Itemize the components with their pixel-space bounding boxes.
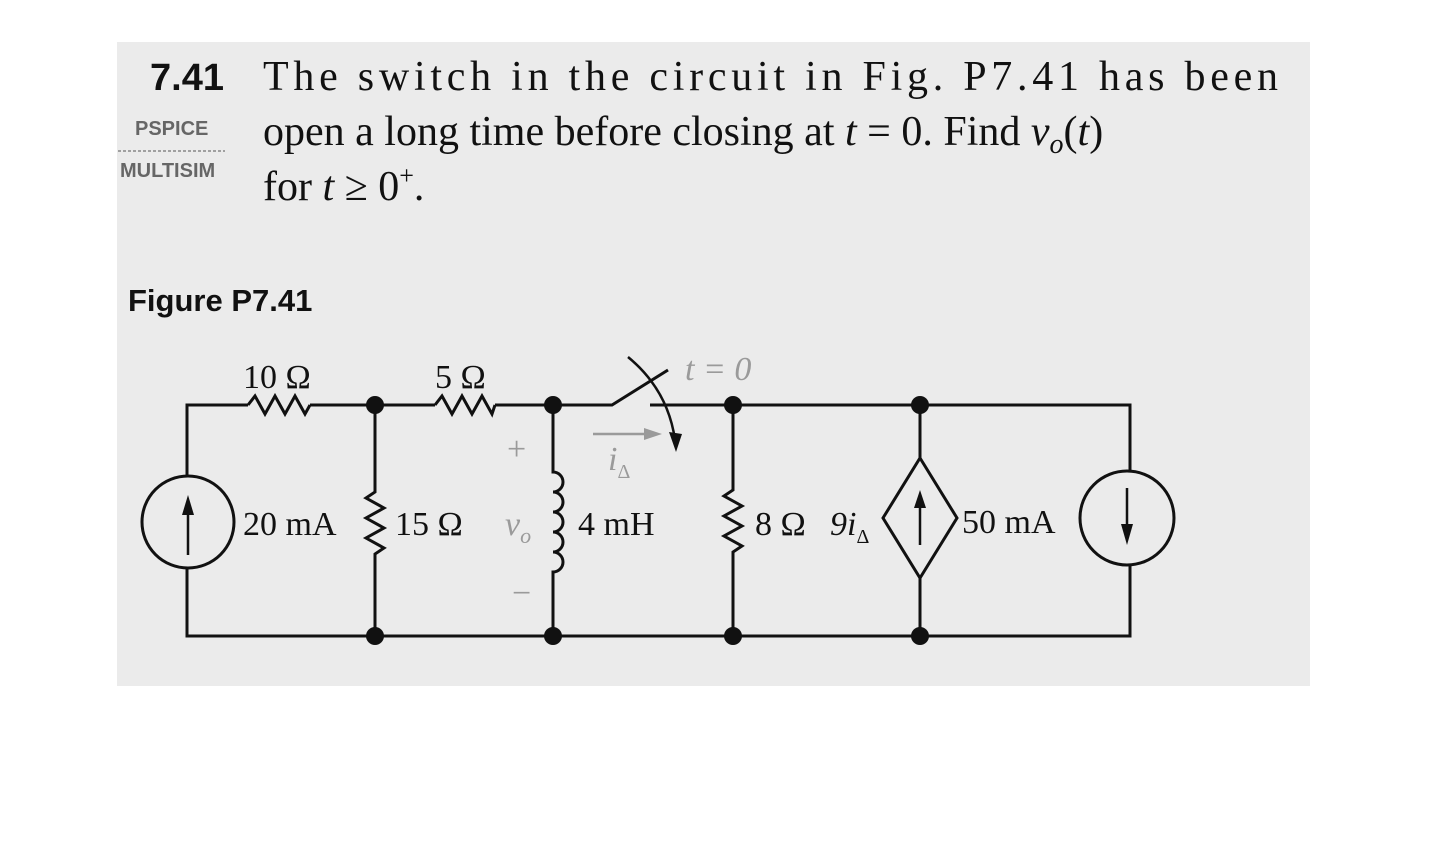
multisim-tag: MULTISIM: [120, 160, 215, 182]
current-source-50ma: [1078, 469, 1176, 567]
label-r5: 5 Ω: [435, 359, 486, 396]
label-source-50ma: 50 mA: [962, 504, 1056, 541]
circuit-diagram: [140, 356, 1176, 645]
label-source-20ma: 20 mA: [243, 506, 337, 543]
label-plus: +: [507, 431, 526, 468]
figure-caption: Figure P7.41: [128, 283, 312, 318]
label-i-delta: iΔ: [608, 441, 630, 483]
pspice-tag: PSPICE: [135, 118, 208, 140]
resistor-8-ohm: [720, 405, 746, 636]
dependent-current-source: [881, 455, 959, 581]
label-inductor: 4 mH: [578, 506, 655, 543]
resistor-5-ohm: [433, 392, 497, 418]
label-r8: 8 Ω: [755, 506, 806, 543]
label-v-o: vo: [505, 506, 531, 548]
label-minus: −: [512, 575, 531, 612]
current-source-20ma: [140, 474, 236, 570]
resistor-10-ohm: [246, 392, 312, 418]
circuit-nodes: [366, 396, 929, 645]
switch-closing-arrow-icon: [627, 356, 677, 441]
resistor-15-ohm: [362, 405, 388, 636]
label-r10: 10 Ω: [243, 359, 311, 396]
problem-line-3: for t ≥ 0+.: [263, 161, 424, 210]
label-r15: 15 Ω: [395, 506, 463, 543]
problem-line-2: open a long time before closing at t = 0…: [263, 109, 1103, 160]
inductor-4mh: [551, 405, 565, 636]
problem-number: 7.41: [150, 57, 224, 99]
label-switch-time: t = 0: [685, 351, 751, 388]
label-dep-source: 9iΔ: [830, 506, 869, 548]
scanned-page-background: [117, 42, 1310, 686]
